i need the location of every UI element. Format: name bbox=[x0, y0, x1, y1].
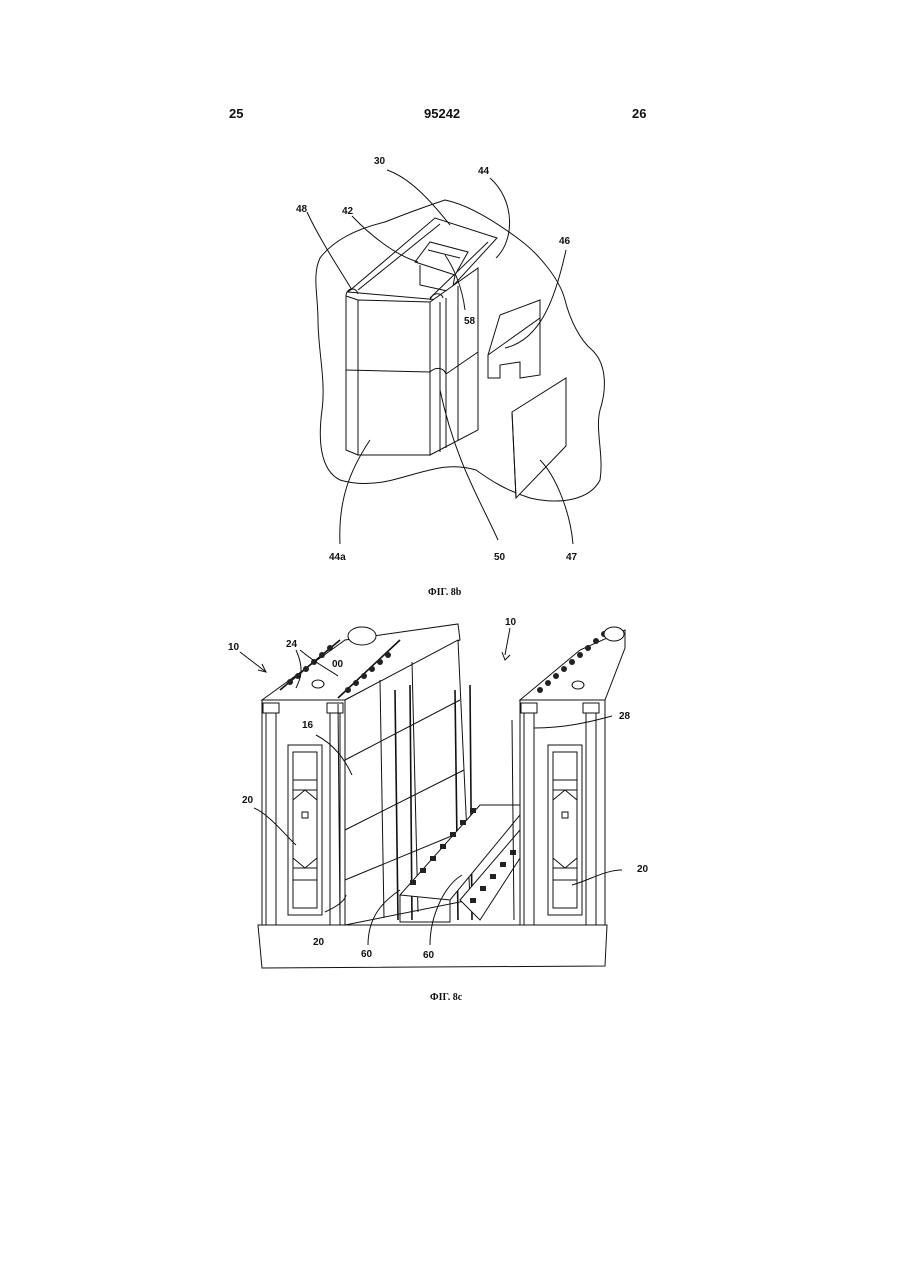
block-front-face bbox=[358, 300, 430, 455]
label-20-left: 20 bbox=[242, 795, 254, 806]
label-46: 46 bbox=[559, 236, 571, 247]
wedge-47 bbox=[512, 378, 566, 498]
label-60-a: 60 bbox=[361, 949, 373, 960]
label-00: 00 bbox=[332, 659, 344, 670]
label-58: 58 bbox=[464, 316, 476, 327]
label-24: 24 bbox=[286, 639, 298, 650]
label-47: 47 bbox=[566, 552, 578, 563]
label-10-left: 10 bbox=[228, 642, 240, 653]
label-42: 42 bbox=[342, 206, 354, 217]
figure-8c: 10 24 00 10 16 28 20 20 20 60 60 ФIГ. 8c bbox=[228, 617, 649, 1003]
label-44: 44 bbox=[478, 166, 490, 177]
base-slab bbox=[258, 925, 607, 968]
label-44a: 44a bbox=[329, 552, 346, 563]
figure-8c-caption: ФIГ. 8c bbox=[430, 992, 463, 1003]
label-20-right: 20 bbox=[637, 864, 649, 875]
label-30: 30 bbox=[374, 156, 386, 167]
label-20-bottom: 20 bbox=[313, 937, 325, 948]
label-16: 16 bbox=[302, 720, 314, 731]
label-10-right: 10 bbox=[505, 617, 517, 628]
label-28: 28 bbox=[619, 711, 631, 722]
right-wall bbox=[512, 627, 625, 925]
block-46 bbox=[488, 318, 540, 378]
label-48: 48 bbox=[296, 204, 308, 215]
label-50: 50 bbox=[494, 552, 506, 563]
label-60-b: 60 bbox=[423, 950, 435, 961]
figure-8b-caption: ФIГ. 8b bbox=[428, 587, 462, 598]
figure-8b: 30 44 48 42 46 58 44a 50 47 ФIГ. 8b bbox=[296, 156, 604, 598]
